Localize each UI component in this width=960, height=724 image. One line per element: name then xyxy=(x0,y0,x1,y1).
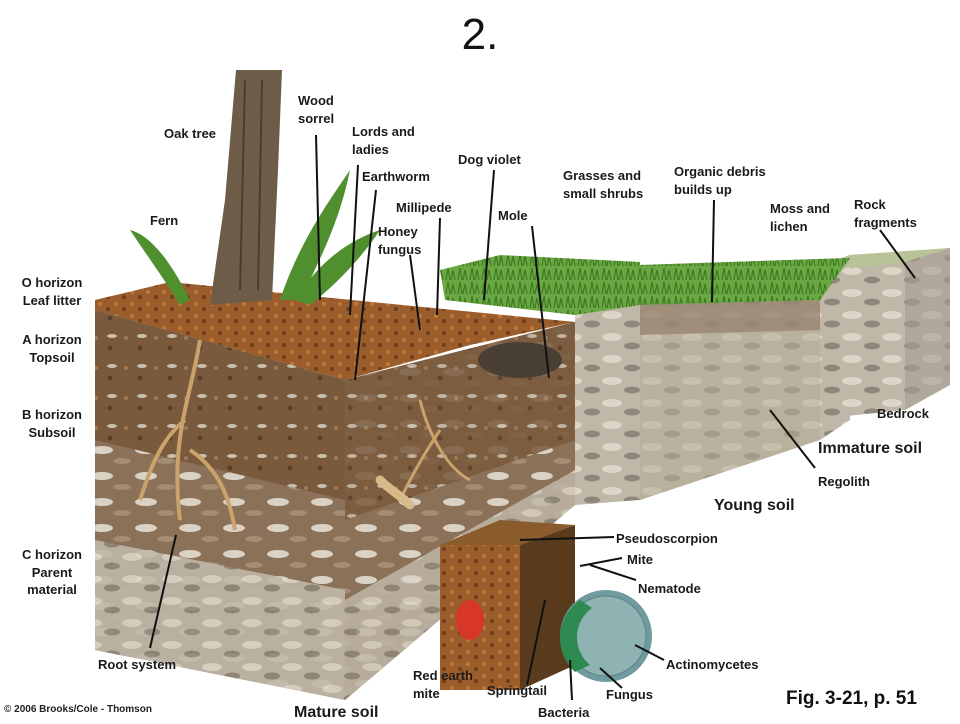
bacteria-label: Bacteria xyxy=(538,705,590,720)
microbe-disc xyxy=(559,590,652,682)
springtail-label: Springtail xyxy=(487,683,547,698)
mole-label: Mole xyxy=(498,208,528,223)
page-title: 2. xyxy=(461,10,499,59)
c-horizon-label: C horizon Parent material xyxy=(22,547,82,598)
b-horizon-label: B horizon Subsoil xyxy=(22,407,82,440)
o-horizon-label: O horizon Leaf litter xyxy=(21,275,83,308)
leader-lines xyxy=(149,134,916,701)
rock-fragments-label: Rock fragments xyxy=(854,197,917,230)
fern xyxy=(130,170,380,305)
mole xyxy=(478,342,562,378)
immature-soil-label: Immature soil xyxy=(818,440,923,457)
earthworm-shape xyxy=(375,475,415,510)
dog-violet-label: Dog violet xyxy=(458,152,521,167)
young-soil-block xyxy=(575,258,850,505)
organic-debris-label: Organic debris builds up xyxy=(674,164,766,197)
actinomycetes-label: Actinomycetes xyxy=(666,657,759,672)
mature-soil-block xyxy=(95,282,575,700)
wood-sorrel-label: Wood sorrel xyxy=(298,93,335,126)
regolith-label: Regolith xyxy=(818,474,870,489)
moss-lichen-label: Moss and lichen xyxy=(770,201,830,234)
oak-tree-trunk xyxy=(210,70,282,305)
root-system-label: Root system xyxy=(98,657,177,672)
oak-tree-label: Oak tree xyxy=(164,126,217,141)
lords-ladies-label: Lords and ladies xyxy=(352,124,415,157)
mature-soil-label: Mature soil xyxy=(294,704,379,721)
millipede-label: Millipede xyxy=(396,200,452,215)
grasses-label: Grasses and small shrubs xyxy=(563,168,644,201)
grass-surface xyxy=(440,255,640,315)
mite-label: Mite xyxy=(627,552,653,567)
young-soil-label: Young soil xyxy=(714,497,795,514)
fern-label: Fern xyxy=(150,213,179,228)
bedrock-label: Bedrock xyxy=(877,406,930,421)
figure-caption: Fig. 3-21, p. 51 xyxy=(786,688,917,709)
pseudoscorpion-label: Pseudoscorpion xyxy=(616,531,718,546)
honey-fungus-label: Honey fungus xyxy=(378,224,422,257)
a-horizon-label: A horizon Topsoil xyxy=(22,332,82,365)
copyright-notice: © 2006 Brooks/Cole - Thomson xyxy=(4,704,152,715)
earthworm-label: Earthworm xyxy=(362,169,430,184)
microbe-cube xyxy=(440,520,575,690)
red-earth-mite-label: Red earth mite xyxy=(413,668,473,701)
fungus-label: Fungus xyxy=(606,687,653,702)
nematode-label: Nematode xyxy=(638,581,701,596)
